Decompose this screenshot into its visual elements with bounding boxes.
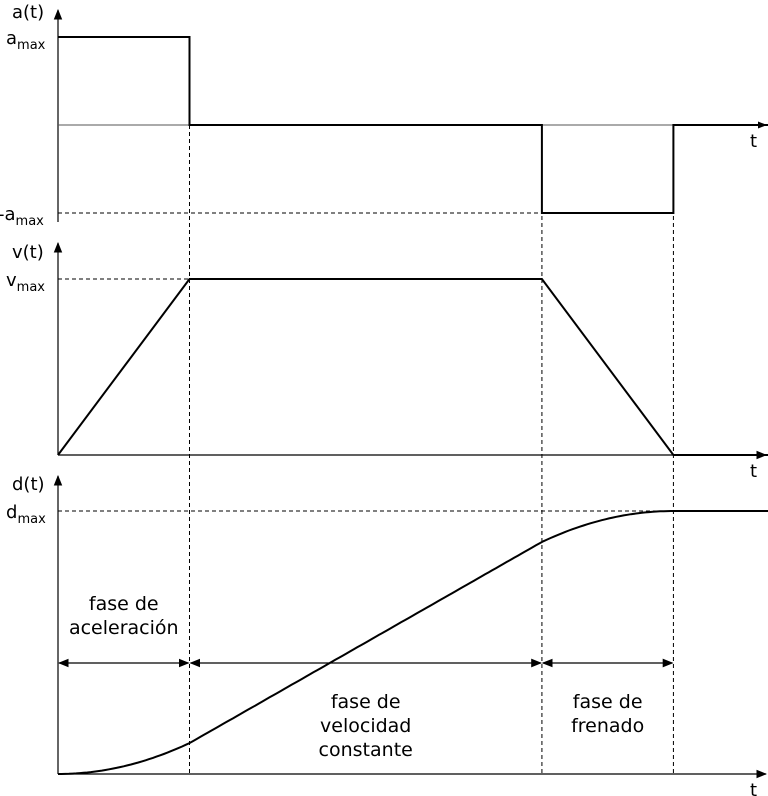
guide-lines bbox=[58, 125, 674, 774]
y-axis-label-1: a(t) bbox=[12, 2, 44, 23]
curves bbox=[57, 36, 768, 775]
t-axis-label-2: t bbox=[750, 461, 757, 482]
y-axis-label-2: v(t) bbox=[12, 242, 44, 263]
y-tick-label-1-2: -amax bbox=[0, 204, 44, 229]
y-tick-label-2-1: vmax bbox=[6, 270, 45, 295]
series-line-dt bbox=[58, 510, 768, 775]
y-axis-label-3: d(t) bbox=[12, 474, 45, 495]
y-tick-label-1-1: amax bbox=[6, 28, 46, 53]
series-line-vt bbox=[57, 278, 768, 456]
y-tick-label-3-1: dmax bbox=[6, 502, 46, 527]
t-axis-label-3: t bbox=[750, 780, 757, 796]
t-axis-label-1: t bbox=[750, 131, 757, 152]
series-line-at bbox=[58, 36, 768, 214]
